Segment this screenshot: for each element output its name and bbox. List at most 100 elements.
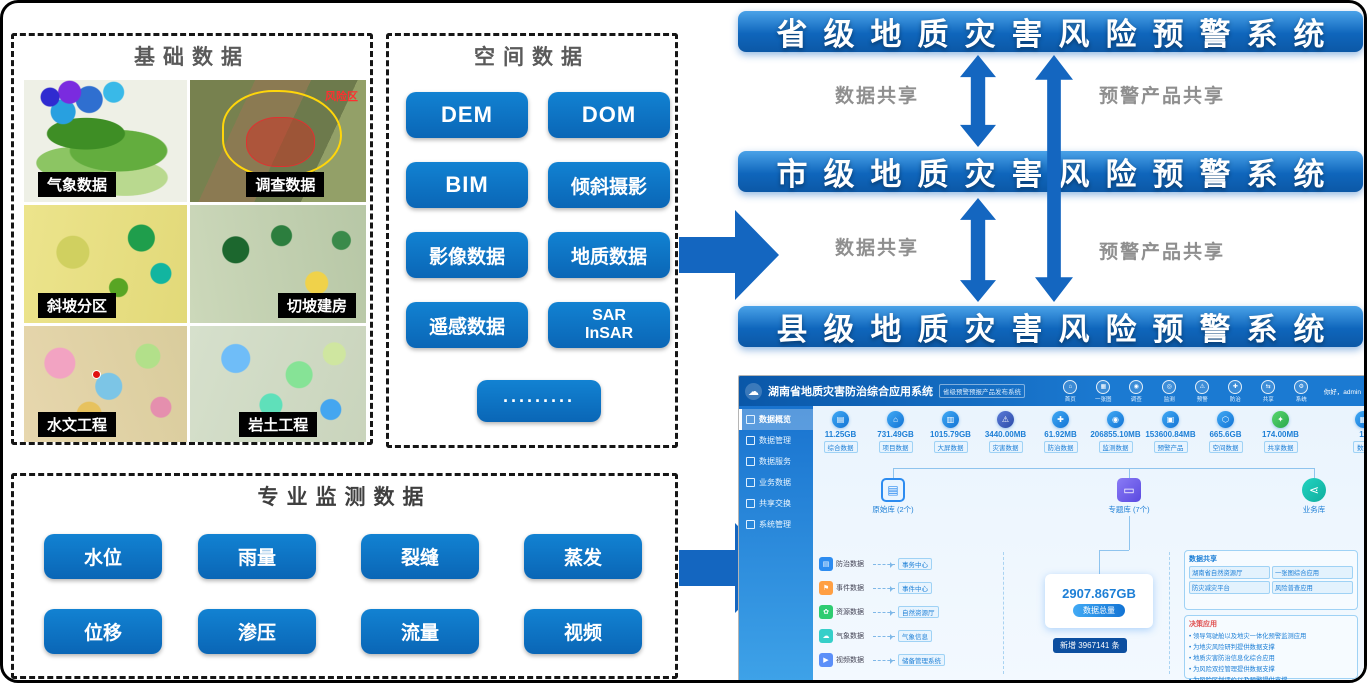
chip-geology-data[interactable]: 地质数据 [548,232,670,278]
map-label-cutslope: 切坡建房 [277,293,356,318]
weather-source-icon: ☁ [819,629,833,643]
sidebar-item-management[interactable]: 数据管理 [739,430,813,451]
total-value: 2907.867GB [1062,585,1136,601]
source-name: 资源数据 [836,609,864,616]
decision-item: 为地灾风险研判提供数据支撑 [1189,642,1353,653]
share-pill[interactable]: 湖南省自然资源厅 [1189,566,1270,579]
nav-item-system[interactable]: ⚙系统 [1287,379,1316,403]
share-label-product-2: 预警产品共享 [1099,242,1226,263]
weather-map-image: 气象数据 [24,80,187,202]
source-tag: 事务中心 [898,558,932,570]
stat-label: 防治数据 [1043,441,1078,453]
thematic-db-icon: ▭ [1117,478,1141,502]
nav-item-map[interactable]: ▦一张图 [1089,379,1118,403]
flow-dash [873,561,895,568]
stat-label: 共享数据 [1263,441,1298,453]
database-icon: ▤ [832,411,849,428]
chip-dom[interactable]: DOM [548,92,670,138]
sidebar-item-business[interactable]: 业务数据 [739,472,813,493]
source-tag: 气象信息 [898,630,932,642]
flow-dash [873,609,895,616]
warning-icon: ⚠ [1195,379,1210,394]
base-data-section: 基础数据 气象数据 风险区 调查数据 斜坡分区 切坡建房 水文工程 岩土工程 [11,33,373,445]
sidebar-label: 业务数据 [759,478,791,487]
chip-water-level[interactable]: 水位 [44,534,162,579]
flow-dash [873,585,895,592]
chip-evaporation[interactable]: 蒸发 [524,534,642,579]
bidirectional-arrow-province-city [960,55,996,147]
share-pill[interactable]: 风险普查应用 [1272,581,1353,594]
share-label-data-2: 数据共享 [835,238,920,259]
spatial-icon: ⬡ [1217,411,1234,428]
prevention-icon: ✚ [1052,411,1069,428]
chip-seepage[interactable]: 渗压 [198,609,316,654]
total-data-card: 2907.867GB 数据总量 [1045,574,1153,628]
chip-displacement[interactable]: 位移 [44,609,162,654]
grid-icon [746,415,755,424]
decision-panel: 决策应用 领导驾驶舱以及地灾一体化预警监测应用 为地灾风险研判提供数据支撑 地质… [1184,615,1358,680]
nav-item-survey[interactable]: ◉调查 [1122,379,1151,403]
service-icon [746,457,755,466]
decision-item: 为风险区划评价以及预警提供支撑 [1189,675,1353,680]
flow-arrow-spatial [679,210,779,300]
app-header: ☁ 湖南省地质灾害防治综合应用系统 省级预警预报产品发布系统 ⌂首页 ▦一张图 … [739,376,1364,406]
base-data-title: 基础数据 [134,46,250,69]
sidebar-item-settings[interactable]: 系统管理 [739,514,813,535]
decision-panel-title: 决策应用 [1189,621,1217,628]
chip-flow[interactable]: 流量 [361,609,479,654]
monitoring-data-section: 专业监测数据 水位 雨量 裂缝 蒸发 位移 渗压 流量 视频 [11,473,678,679]
chip-sar-insar[interactable]: SAR InSAR [548,302,670,348]
share-label-data-1: 数据共享 [835,86,920,107]
app-subtitle: 省级预警预报产品发布系统 [939,384,1025,398]
map-label-geotech: 岩土工程 [239,412,318,437]
nav-label: 防治 [1229,396,1241,403]
sidebar-item-service[interactable]: 数据服务 [739,451,813,472]
stat-label: 项目数据 [878,441,913,453]
monitor-data-icon: ◉ [1107,411,1124,428]
extra-data-icon: ▦ [1355,411,1364,428]
nav-item-home[interactable]: ⌂首页 [1056,379,1085,403]
chip-imagery-data[interactable]: 影像数据 [406,232,528,278]
share-pill[interactable]: 防灾减灾平台 [1189,581,1270,594]
node-label: 原始库 (2个) [872,505,914,514]
chip-bim[interactable]: BIM [406,162,528,208]
county-system-bar[interactable]: 县级地质灾害风险预警系统 [738,306,1363,347]
prevention-source-icon: ▤ [819,557,833,571]
app-title: 湖南省地质灾害防治综合应用系统 [768,386,933,398]
stat-value: 3440.00MB [984,430,1027,439]
source-tag: 储备管理系统 [898,654,945,666]
nav-item-prevention[interactable]: ✚防治 [1221,379,1250,403]
provincial-system-bar[interactable]: 省级地质灾害风险预警系统 [738,11,1363,52]
home-icon: ⌂ [1063,379,1078,394]
dashed-separator [1169,552,1170,674]
nav-item-monitor[interactable]: ◎监测 [1155,379,1184,403]
share-data-icon: ✦ [1272,411,1289,428]
chip-rainfall[interactable]: 雨量 [198,534,316,579]
nav-item-warning[interactable]: ⚠预警 [1188,379,1217,403]
stat-label: 监测数据 [1098,441,1133,453]
chip-ellipsis[interactable]: ········· [477,380,601,422]
share-pill[interactable]: 一张图综合应用 [1272,566,1353,579]
app-sidebar: 数据概览 数据管理 数据服务 业务数据 共享交换 系统管理 [739,406,813,680]
chip-oblique-photo[interactable]: 倾斜摄影 [548,162,670,208]
sidebar-item-overview[interactable]: 数据概览 [739,409,813,430]
chip-video[interactable]: 视频 [524,609,642,654]
tree-line [1129,516,1130,550]
decision-list: 领导驾驶舱以及地灾一体化预警监测应用 为地灾风险研判提供数据支撑 地质灾害防治信… [1189,631,1353,680]
chip-crack[interactable]: 裂缝 [361,534,479,579]
chip-dem[interactable]: DEM [406,92,528,138]
chip-remote-sensing[interactable]: 遥感数据 [406,302,528,348]
stat-value: 665.6GB [1209,430,1242,439]
source-row: ▤防治数据事务中心 [819,554,932,574]
stat-label: 综合数据 [823,441,858,453]
nav-item-share[interactable]: ⇆共享 [1254,379,1283,403]
sidebar-item-exchange[interactable]: 共享交换 [739,493,813,514]
resource-source-icon: ✿ [819,605,833,619]
stat-label: 灾害数据 [988,441,1023,453]
screen-icon: ▥ [942,411,959,428]
map-point-marker [92,370,102,380]
app-window: ☁ 湖南省地质灾害防治综合应用系统 省级预警预报产品发布系统 ⌂首页 ▦一张图 … [738,375,1364,680]
tree-line [1099,550,1100,574]
share-panel-title: 数据共享 [1189,556,1217,563]
